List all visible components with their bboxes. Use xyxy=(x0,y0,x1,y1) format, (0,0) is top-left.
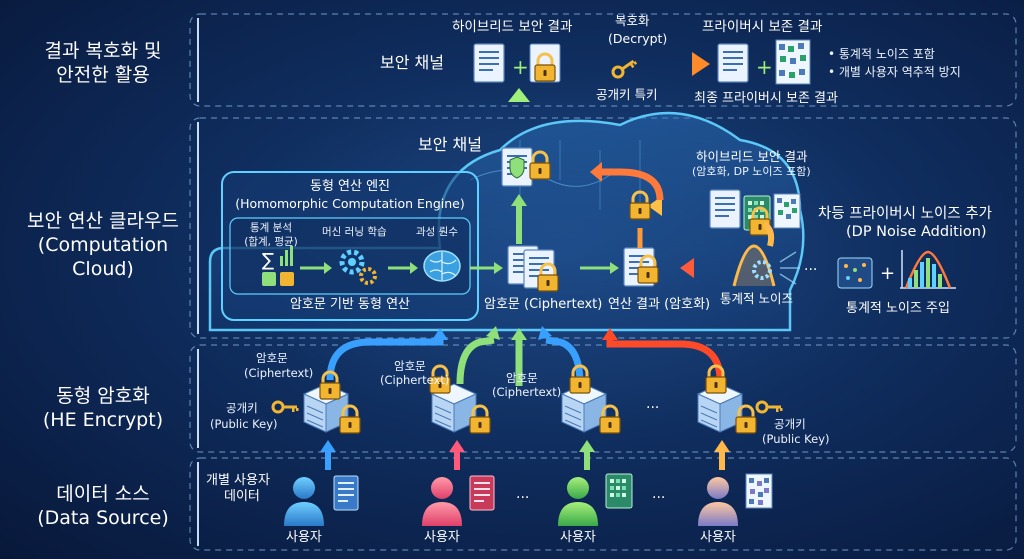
public-key-left-en-label: (Public Key) xyxy=(210,417,278,431)
individual-data-label: 개별 사용자 xyxy=(206,473,270,488)
bullet-noise: • 통계적 노이즈 포함 xyxy=(828,47,935,61)
dp-title: 차등 프라이버시 노이즈 추가 xyxy=(818,206,992,222)
dp-ellipsis: ··· xyxy=(804,262,818,278)
privacy-result-label: 프라이버시 보존 결과 xyxy=(702,19,823,35)
section-cloud-line3: Cloud) xyxy=(72,257,134,280)
distribution-icon xyxy=(900,250,956,289)
stats-sub-label: (합계, 평균) xyxy=(244,236,298,248)
dp-title-en: (DP Noise Addition) xyxy=(846,224,987,240)
user-avatar-2 xyxy=(422,477,462,526)
noise-inject-label: 통계적 노이즈 주입 xyxy=(846,301,950,316)
svg-text:+: + xyxy=(756,55,773,79)
source-ellipsis-2: ··· xyxy=(652,490,666,506)
hybrid-loop-arrow xyxy=(600,168,664,201)
section-results-line1: 결과 복호화 및 xyxy=(44,40,162,62)
section-cloud-line2: (Computation xyxy=(37,233,169,256)
ciphertext-label: 암호문 (Ciphertext) xyxy=(484,297,603,312)
stats-analysis-label: 통계 분석 xyxy=(250,222,292,234)
cloud-hybrid-sub-label: (암호화, DP 노이즈 포함) xyxy=(692,165,811,178)
individual-data-label-2: 데이터 xyxy=(224,489,260,504)
ml-label: 머신 러닝 학습 xyxy=(322,226,387,238)
hybrid-result-icon xyxy=(709,189,801,231)
public-key-icon-right xyxy=(755,400,784,414)
sigma-icon: ∑ xyxy=(262,246,294,286)
bullet-trace: • 개별 사용자 역추적 방지 xyxy=(828,65,961,79)
user-label-4: 사용자 xyxy=(700,530,736,545)
top-doc-icon xyxy=(473,43,505,83)
source-ellipsis-1: ··· xyxy=(516,490,530,506)
svg-text:+: + xyxy=(512,55,529,79)
user-data-card-3 xyxy=(605,473,633,509)
section-encrypt-line1: 동형 암호화 xyxy=(56,385,150,407)
privacy-doc-icon xyxy=(717,43,749,83)
engine-title: 동형 연산 엔진 xyxy=(309,179,391,194)
public-key-left-label: 공개키 xyxy=(226,401,258,415)
user-avatar-3 xyxy=(558,477,598,526)
cloud-hybrid-result-label: 하이브리드 보안 결과 xyxy=(696,149,808,164)
cloud-secure-channel-label: 보안 채널 xyxy=(418,135,482,154)
secure-channel-icon xyxy=(501,147,533,187)
final-result-label: 최종 프라이버시 보존 결과 xyxy=(694,91,838,106)
decrypt-label: 복호화 xyxy=(615,13,650,28)
user-to-server-arrows xyxy=(320,440,730,470)
svg-text:+: + xyxy=(880,263,895,284)
public-key-special-label: 공개키 특키 xyxy=(596,87,658,102)
svg-text:∑: ∑ xyxy=(262,250,274,271)
public-key-icon-left xyxy=(271,400,300,414)
user-data-card-1 xyxy=(333,475,359,511)
stat-noise-label: 통계적 노이즈 xyxy=(720,291,793,306)
ciphertext2-label: 암호문 xyxy=(394,359,426,373)
top-hybrid-result-label: 하이브리드 보안 결과 xyxy=(452,19,573,35)
user-data-card-2 xyxy=(469,475,495,511)
section-source-line2: (Data Source) xyxy=(37,506,169,529)
user-avatar-1 xyxy=(284,477,324,526)
ciphertext3-en-label: (Ciphertext) xyxy=(492,385,562,399)
section-source-label: 데이터 소스 (Data Source) xyxy=(18,483,188,531)
ciphertext2-en-label: (Ciphertext) xyxy=(380,373,450,387)
section-cloud-line1: 보안 연산 클라우드 xyxy=(27,210,179,232)
public-key-right-en-label: (Public Key) xyxy=(762,432,830,446)
section-source-line1: 데이터 소스 xyxy=(56,483,150,505)
user-label-2: 사용자 xyxy=(424,530,460,545)
section-encrypt-line2: (HE Encrypt) xyxy=(42,408,164,431)
engine-footer-label: 암호문 기반 동형 연산 xyxy=(289,297,411,312)
user-label-3: 사용자 xyxy=(560,530,596,545)
decrypt-en-label: (Decrypt) xyxy=(608,31,668,46)
op-result-label: 연산 결과 (암호화) xyxy=(608,297,711,312)
user-label-1: 사용자 xyxy=(286,530,322,545)
noise-to-hybrid-arrow xyxy=(762,221,775,247)
public-key-right-label: 공개키 xyxy=(774,417,806,431)
ciphertext1-en-label: (Ciphertext) xyxy=(244,366,314,380)
complex-fn-label: 과성 뤈수 xyxy=(416,226,458,238)
section-dividers xyxy=(189,13,1017,551)
section-results-line2: 안전한 활용 xyxy=(56,63,150,86)
encrypt-ellipsis: ··· xyxy=(646,400,660,416)
privacy-noise-icon xyxy=(775,39,811,85)
noise-gear-icon xyxy=(732,244,776,287)
engine-title-en: (Homomorphic Computation Engine) xyxy=(235,196,465,211)
user-data-card-4 xyxy=(745,473,773,509)
brain-icon xyxy=(423,250,461,282)
noise-device-icon xyxy=(837,257,873,289)
section-results-label: 결과 복호화 및 안전한 활용 xyxy=(18,40,188,88)
ciphertext3-label: 암호문 xyxy=(506,371,538,385)
user-avatar-4 xyxy=(698,477,738,526)
top-secure-channel-label: 보안 채널 xyxy=(380,53,444,72)
section-encrypt-label: 동형 암호화 (HE Encrypt) xyxy=(18,385,188,433)
gear-icon xyxy=(339,249,377,285)
ciphertext1-label: 암호문 xyxy=(256,351,288,365)
section-cloud-label: 보안 연산 클라우드 (Computation Cloud) xyxy=(18,210,188,281)
